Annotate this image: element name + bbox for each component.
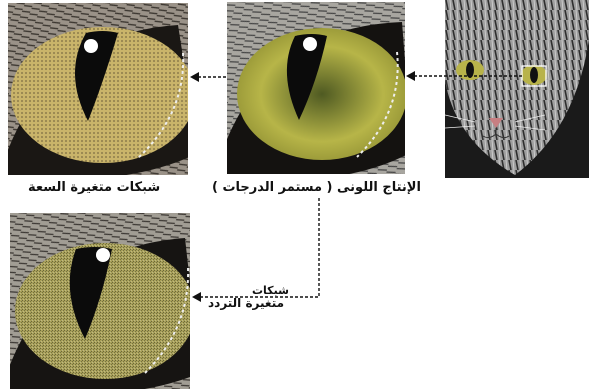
am-screen-eye-panel xyxy=(8,3,188,175)
arrowhead-continuous xyxy=(406,71,415,81)
arrowhead-am xyxy=(190,72,199,82)
continuous-tone-label: الإنتاج اللونى ( مستمر الدرجات ) xyxy=(212,181,421,194)
cat-face-photo xyxy=(445,0,589,178)
am-screen-label: شبكات متغيرة السعة xyxy=(28,181,160,194)
fm-screen-eye-panel xyxy=(10,213,190,389)
arrowhead-fm xyxy=(192,292,201,302)
continuous-tone-eye-panel xyxy=(227,2,405,174)
fm-screen-label-line2: متغيرة التردد xyxy=(208,297,284,309)
arrow-continuous-to-fm xyxy=(200,198,319,297)
fm-screen-label-line1: شبكات xyxy=(252,285,289,296)
